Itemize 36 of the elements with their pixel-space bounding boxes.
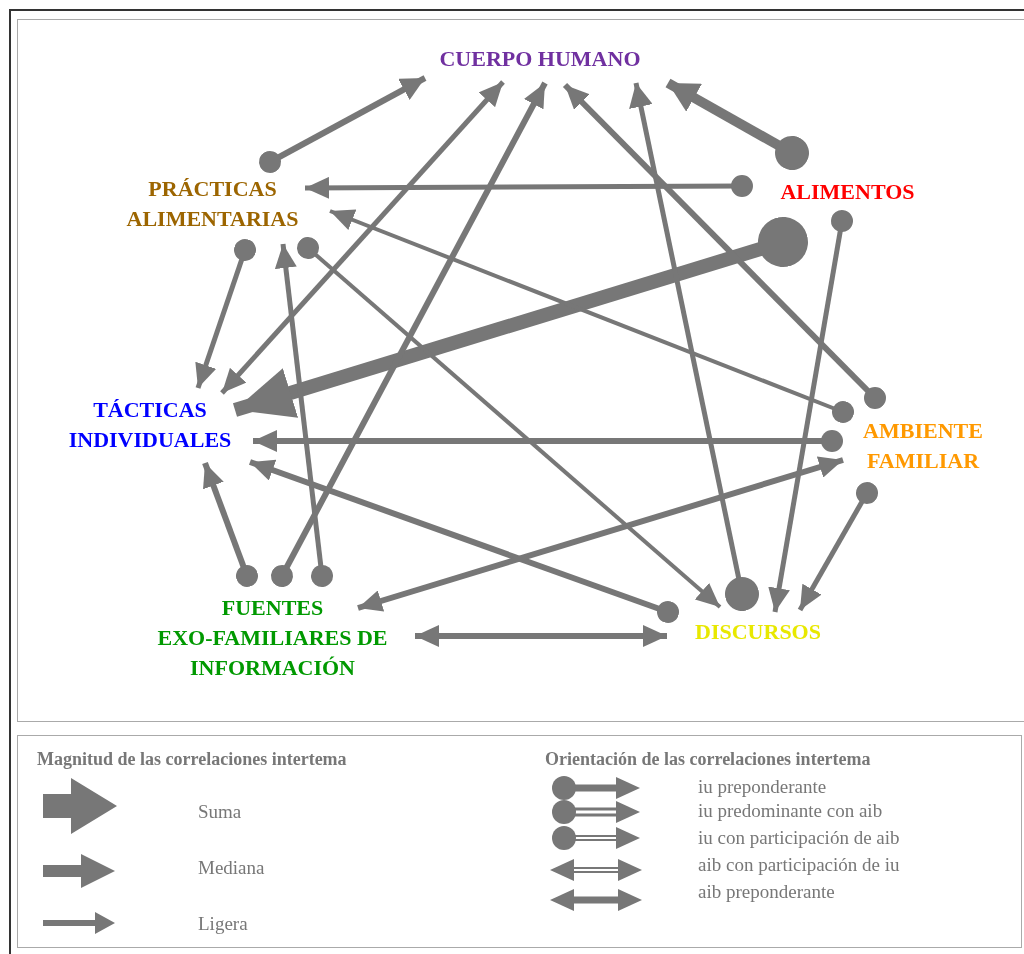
topic-label: CUERPO HUMANO xyxy=(400,44,680,74)
legend-heading: Magnitud de las correlaciones intertema xyxy=(37,748,347,771)
legend-label: iu con participación de aib xyxy=(698,826,900,850)
topic-label: FUENTES EXO-FAMILIARES DE INFORMACIÓN xyxy=(145,593,400,683)
arrow xyxy=(271,81,548,587)
legend-label: aib preponderante xyxy=(698,880,835,904)
arrow xyxy=(768,210,853,613)
arrow xyxy=(195,239,256,389)
legend-label: iu preponderante xyxy=(698,775,827,799)
legend-label: Mediana xyxy=(198,856,265,880)
arrow xyxy=(415,625,667,647)
arrow xyxy=(297,237,722,609)
arrow xyxy=(329,209,854,423)
arrow xyxy=(249,459,679,623)
arrow xyxy=(629,82,759,611)
topic-label: ALIMENTOS xyxy=(755,177,940,207)
legend-label: iu predominante con aib xyxy=(698,799,883,823)
arrow xyxy=(357,456,844,612)
arrow xyxy=(665,78,809,170)
arrow xyxy=(305,175,753,199)
topic-label: TÁCTICAS INDIVIDUALES xyxy=(35,395,265,455)
topic-label: DISCURSOS xyxy=(668,617,848,647)
arrow xyxy=(274,243,333,587)
arrow xyxy=(253,430,843,452)
arrow xyxy=(797,482,878,612)
legend-label: Suma xyxy=(198,800,242,824)
arrow xyxy=(562,82,886,409)
topic-label: PRÁCTICAS ALIMENTARIAS xyxy=(90,174,335,234)
legend-label: aib con participación de iu xyxy=(698,853,900,877)
topic-label: AMBIENTE FAMILIAR xyxy=(843,416,1003,476)
legend-heading: Orientación de las correlaciones intertema xyxy=(545,748,871,771)
arrow xyxy=(220,80,505,395)
legend-label: Ligera xyxy=(198,912,248,936)
arrow xyxy=(232,217,808,418)
arrow xyxy=(259,75,427,173)
arrow xyxy=(202,461,258,587)
